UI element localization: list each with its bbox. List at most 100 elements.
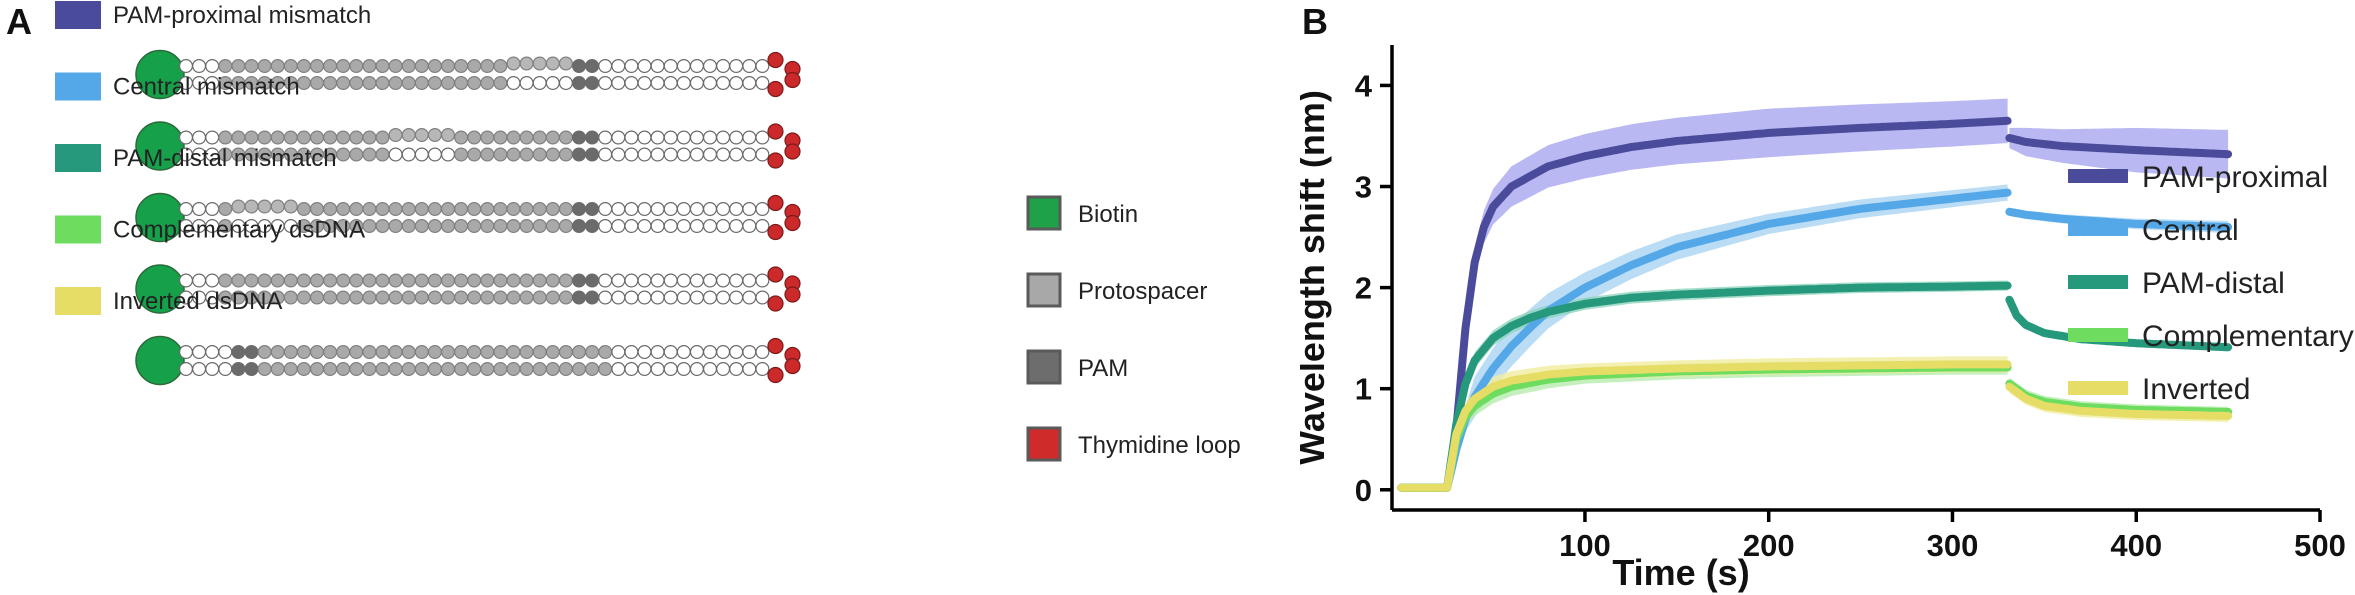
nucleotide xyxy=(506,345,521,360)
nucleotide xyxy=(689,75,704,90)
nucleotide xyxy=(401,273,416,288)
nucleotide xyxy=(283,273,298,288)
nucleotide xyxy=(310,58,325,73)
nucleotide xyxy=(179,202,194,217)
thymidine xyxy=(767,366,784,384)
nucleotide xyxy=(663,202,678,217)
nucleotide xyxy=(179,130,194,145)
nucleotide xyxy=(716,362,731,377)
nucleotide xyxy=(310,290,325,305)
nucleotide xyxy=(323,202,338,217)
pam-nucleotide xyxy=(585,58,600,73)
nucleotide xyxy=(702,345,717,360)
pam-nucleotide xyxy=(571,75,586,90)
nucleotide xyxy=(716,273,731,288)
nucleotide xyxy=(676,273,691,288)
nucleotide xyxy=(689,219,704,234)
nucleotide xyxy=(283,290,298,305)
nucleotide xyxy=(454,75,469,90)
nucleotide xyxy=(179,58,194,73)
thymidine xyxy=(784,286,801,303)
nucleotide xyxy=(454,345,469,360)
x-tick-label: 100 xyxy=(1559,528,1611,563)
nucleotide xyxy=(349,130,364,145)
nucleotide xyxy=(755,147,770,162)
legend-label: Inverted xyxy=(2142,373,2250,406)
nucleotide xyxy=(532,219,547,234)
nucleotide xyxy=(414,219,429,234)
nucleotide xyxy=(637,58,652,73)
nucleotide xyxy=(414,147,429,162)
nucleotide xyxy=(231,130,246,145)
nucleotide xyxy=(336,290,351,305)
nucleotide xyxy=(375,362,390,377)
nucleotide xyxy=(349,147,364,162)
legend-item: Inverted xyxy=(2068,373,2250,406)
panel-a-letter: A xyxy=(6,1,32,42)
nucleotide xyxy=(663,75,678,90)
row-label: PAM-proximal mismatch xyxy=(113,2,371,29)
panel-b-letter: B xyxy=(1302,1,1328,42)
nucleotide xyxy=(493,345,508,360)
y-tick-label: 2 xyxy=(1355,271,1372,306)
nucleotide xyxy=(742,202,757,217)
nucleotide xyxy=(755,362,770,377)
nucleotide xyxy=(755,290,770,305)
nucleotide xyxy=(558,273,573,288)
nucleotide xyxy=(663,362,678,377)
biotin-bead xyxy=(135,264,185,314)
nucleotide xyxy=(637,273,652,288)
nucleotide xyxy=(663,273,678,288)
nucleotide xyxy=(296,273,311,288)
nucleotide xyxy=(742,362,757,377)
nucleotide xyxy=(218,58,233,73)
nucleotide xyxy=(323,345,338,360)
nucleotide xyxy=(244,130,259,145)
nucleotide xyxy=(519,219,534,234)
thymidine-loop xyxy=(767,194,801,241)
nucleotide xyxy=(349,75,364,90)
nucleotide xyxy=(310,202,325,217)
nucleotide xyxy=(362,362,377,377)
nucleotide xyxy=(585,362,600,377)
nucleotide xyxy=(519,345,534,360)
nucleotide xyxy=(310,75,325,90)
nucleotide xyxy=(532,75,547,90)
legend-item: PAM xyxy=(1026,349,1128,385)
nucleotide xyxy=(532,147,547,162)
legend-item: Thymidine loop xyxy=(1026,426,1241,462)
thymidine xyxy=(767,123,784,140)
thymidine-loop xyxy=(767,51,801,98)
nucleotide xyxy=(414,362,429,377)
nucleotide xyxy=(729,58,744,73)
bottom-strand xyxy=(179,147,770,162)
nucleotide xyxy=(467,290,482,305)
nucleotide xyxy=(296,130,311,145)
nucleotide xyxy=(414,58,429,73)
thymidine xyxy=(767,266,784,283)
nucleotide xyxy=(624,75,639,90)
nucleotide xyxy=(480,362,495,377)
nucleotide xyxy=(362,202,377,217)
nucleotide xyxy=(532,345,547,360)
nucleotide xyxy=(283,199,298,214)
pam-nucleotide xyxy=(585,130,600,145)
nucleotide xyxy=(427,147,442,162)
nucleotide xyxy=(729,290,744,305)
nucleotide xyxy=(506,75,521,90)
nucleotide xyxy=(441,147,456,162)
nucleotide xyxy=(689,345,704,360)
nucleotide xyxy=(611,290,626,305)
nucleotide xyxy=(650,290,665,305)
nucleotide xyxy=(532,130,547,145)
nucleotide xyxy=(270,273,285,288)
nucleotide xyxy=(441,128,456,143)
nucleotide xyxy=(755,345,770,360)
substrate-row: Complementary dsDNA xyxy=(55,215,801,314)
nucleotide xyxy=(702,290,717,305)
nucleotide xyxy=(375,219,390,234)
pam-nucleotide xyxy=(231,345,246,360)
nucleotide xyxy=(611,75,626,90)
nucleotide xyxy=(729,147,744,162)
